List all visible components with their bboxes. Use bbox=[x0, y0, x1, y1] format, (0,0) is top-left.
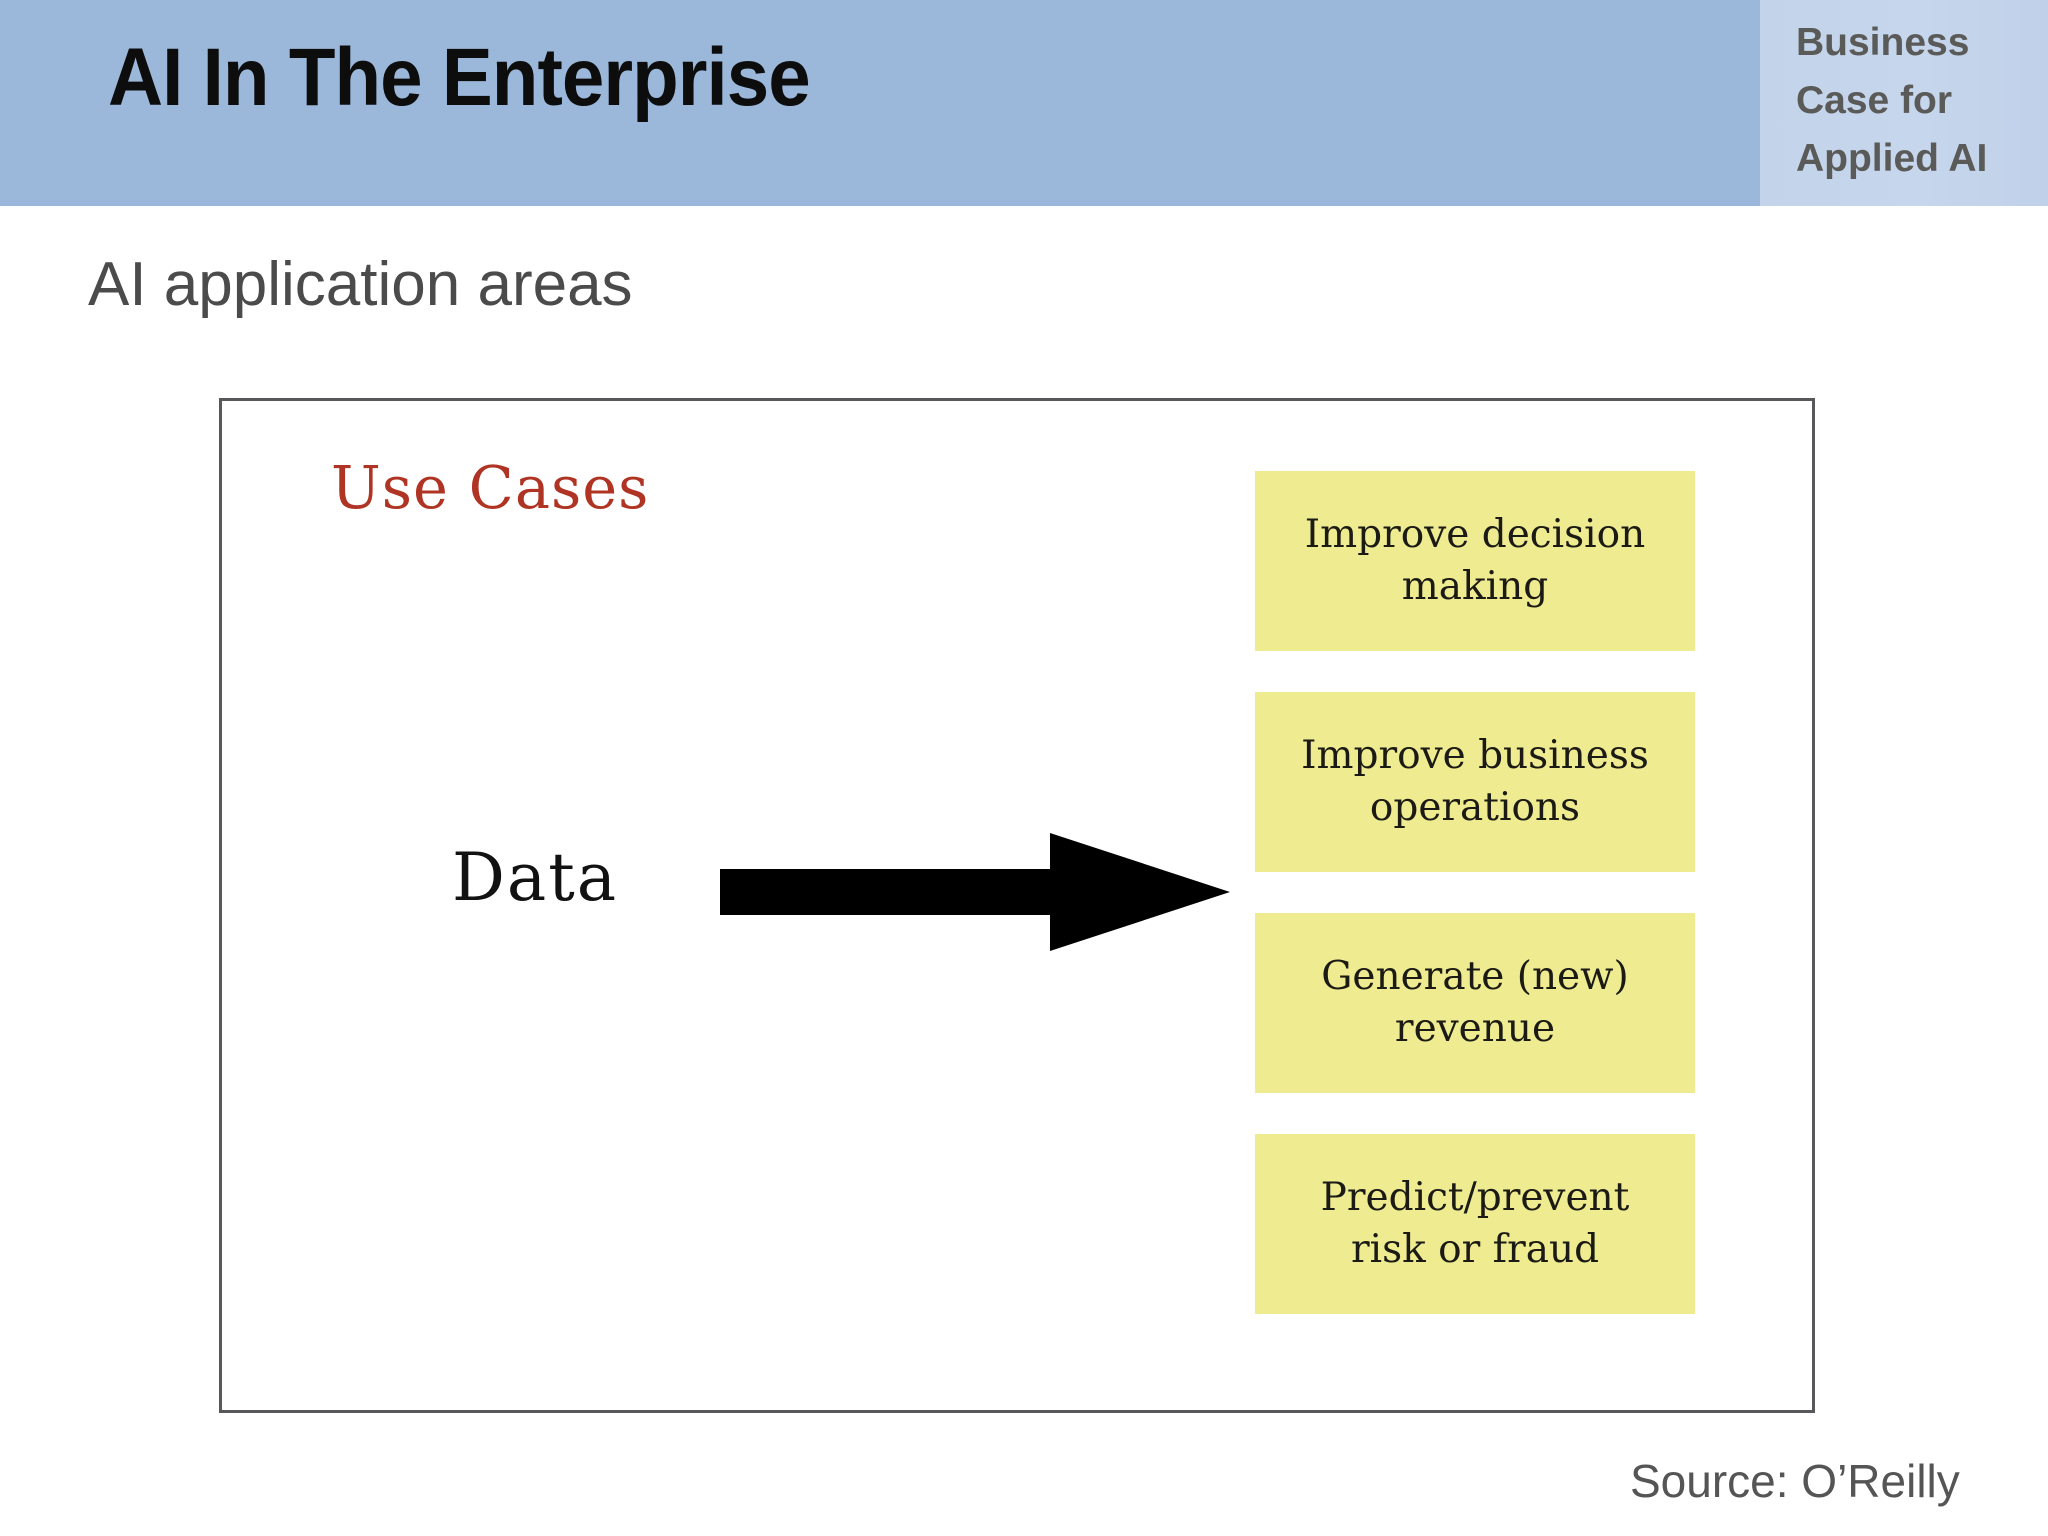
use-case-line-2: risk or fraud bbox=[1350, 1227, 1600, 1272]
use-case-box-generate-new-revenue: Generate (new) revenue bbox=[1255, 913, 1695, 1093]
use-case-line-1: Improve business bbox=[1301, 733, 1649, 778]
deck-badge-line-2: Case for bbox=[1796, 79, 1953, 122]
deck-badge: Business Case for Applied AI bbox=[1760, 0, 2048, 206]
deck-badge-line-1: Business bbox=[1796, 21, 1970, 64]
slide-subtitle: AI application areas bbox=[88, 250, 633, 319]
use-case-box-improve-business-operations: Improve business operations bbox=[1255, 692, 1695, 872]
deck-badge-line-3: Applied AI bbox=[1796, 137, 1988, 180]
use-case-line-1: Improve decision bbox=[1304, 512, 1646, 557]
use-case-text: Improve decision making bbox=[1289, 509, 1661, 613]
use-case-text: Predict/prevent risk or fraud bbox=[1305, 1172, 1646, 1276]
use-case-box-improve-decision-making: Improve decision making bbox=[1255, 471, 1695, 651]
page-title: AI In The Enterprise bbox=[108, 32, 811, 123]
use-case-box-predict-prevent-risk-or-fraud: Predict/prevent risk or fraud bbox=[1255, 1134, 1695, 1314]
use-case-text: Generate (new) revenue bbox=[1305, 951, 1645, 1055]
right-arrow-icon bbox=[720, 833, 1230, 951]
use-case-text: Improve business operations bbox=[1285, 730, 1665, 834]
use-case-line-2: operations bbox=[1369, 785, 1581, 830]
header-banner: AI In The Enterprise Business Case for A… bbox=[0, 0, 2048, 206]
use-case-line-1: Predict/prevent bbox=[1320, 1175, 1630, 1220]
use-case-line-2: making bbox=[1401, 564, 1549, 609]
use-case-line-2: revenue bbox=[1394, 1006, 1556, 1051]
source-credit: Source: O’Reilly bbox=[1630, 1455, 1960, 1507]
use-case-list: Improve decision making Improve business… bbox=[1255, 471, 1695, 1355]
data-input-label: Data bbox=[452, 839, 619, 916]
diagram-frame: Use Cases Data Improve decision making I… bbox=[219, 398, 1815, 1413]
use-cases-heading: Use Cases bbox=[331, 453, 650, 522]
use-case-line-1: Generate (new) bbox=[1321, 954, 1629, 999]
title-band bbox=[0, 0, 1760, 200]
